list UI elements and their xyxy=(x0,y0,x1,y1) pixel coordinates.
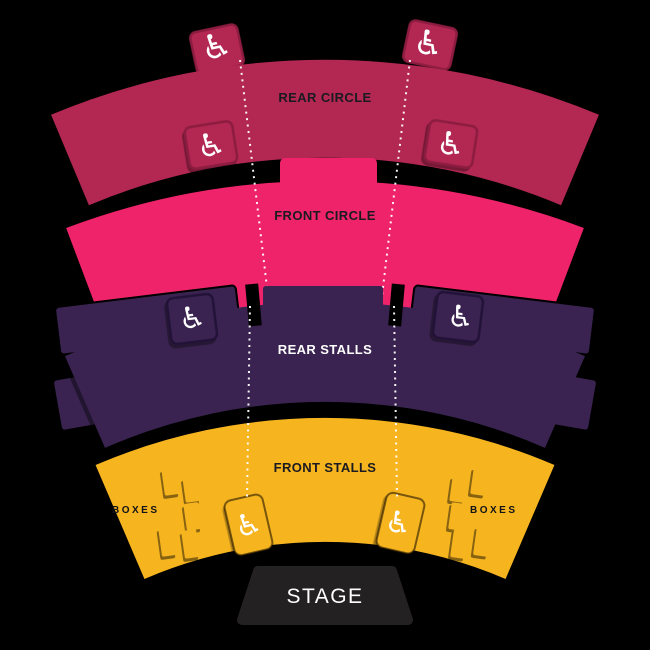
rear-stalls-notch xyxy=(245,283,262,327)
section-front-circle: FRONT CIRCLE xyxy=(66,158,584,345)
wheelchair-pad[interactable] xyxy=(223,493,274,557)
side-boxes-left: BOXES xyxy=(112,467,202,559)
stage-label: STAGE xyxy=(286,585,363,608)
side-box[interactable] xyxy=(183,502,202,531)
front-stalls-label: FRONT STALLS xyxy=(274,460,377,475)
wheelchair-icon: ♿ xyxy=(445,298,476,336)
wheelchair-icon: ♿ xyxy=(177,299,208,337)
rear-stalls-label: REAR STALLS xyxy=(278,342,372,357)
side-box[interactable] xyxy=(473,526,492,557)
wheelchair-pad[interactable] xyxy=(165,292,219,346)
wheelchair-pad[interactable] xyxy=(431,290,485,344)
wheelchair-icon: ♿ xyxy=(434,123,468,165)
rear-stalls-notch xyxy=(388,283,405,327)
wheelchair-icon: ♿ xyxy=(194,124,228,166)
side-boxes-left-label: BOXES xyxy=(112,505,160,516)
wheelchair-pad[interactable] xyxy=(183,120,239,170)
side-box[interactable] xyxy=(449,476,468,503)
aisle-divider xyxy=(381,59,411,297)
side-box[interactable] xyxy=(182,476,201,503)
section-rear-circle: ♿ ♿ ♿ ♿ REAR CIRCLE xyxy=(51,19,599,206)
rear-circle-label: REAR CIRCLE xyxy=(278,90,371,105)
stage: STAGE xyxy=(237,566,413,625)
rear-circle-shape[interactable] xyxy=(51,59,599,206)
section-front-stalls: ♿ ♿ FRONT STALLS xyxy=(95,417,555,580)
front-circle-shape[interactable] xyxy=(66,180,584,345)
aisle-divider xyxy=(239,59,269,297)
wheelchair-pad[interactable] xyxy=(402,19,458,71)
front-stalls-shape[interactable] xyxy=(95,417,555,580)
side-boxes-right-label: BOXES xyxy=(470,505,518,516)
front-circle-label: FRONT CIRCLE xyxy=(274,208,376,223)
side-box[interactable] xyxy=(448,502,467,531)
side-box[interactable] xyxy=(181,529,200,559)
side-box[interactable] xyxy=(450,529,469,559)
section-rear-stalls: ♿ ♿ REAR STALLS xyxy=(52,283,598,448)
side-box[interactable] xyxy=(161,467,180,496)
wheelchair-pad[interactable] xyxy=(375,491,426,555)
side-box[interactable] xyxy=(158,526,177,557)
stage-shape xyxy=(237,566,413,625)
side-box[interactable] xyxy=(470,467,489,496)
side-boxes-right: BOXES xyxy=(448,467,518,559)
rear-stalls-shape[interactable] xyxy=(65,301,585,448)
wheelchair-pad[interactable] xyxy=(423,119,479,169)
